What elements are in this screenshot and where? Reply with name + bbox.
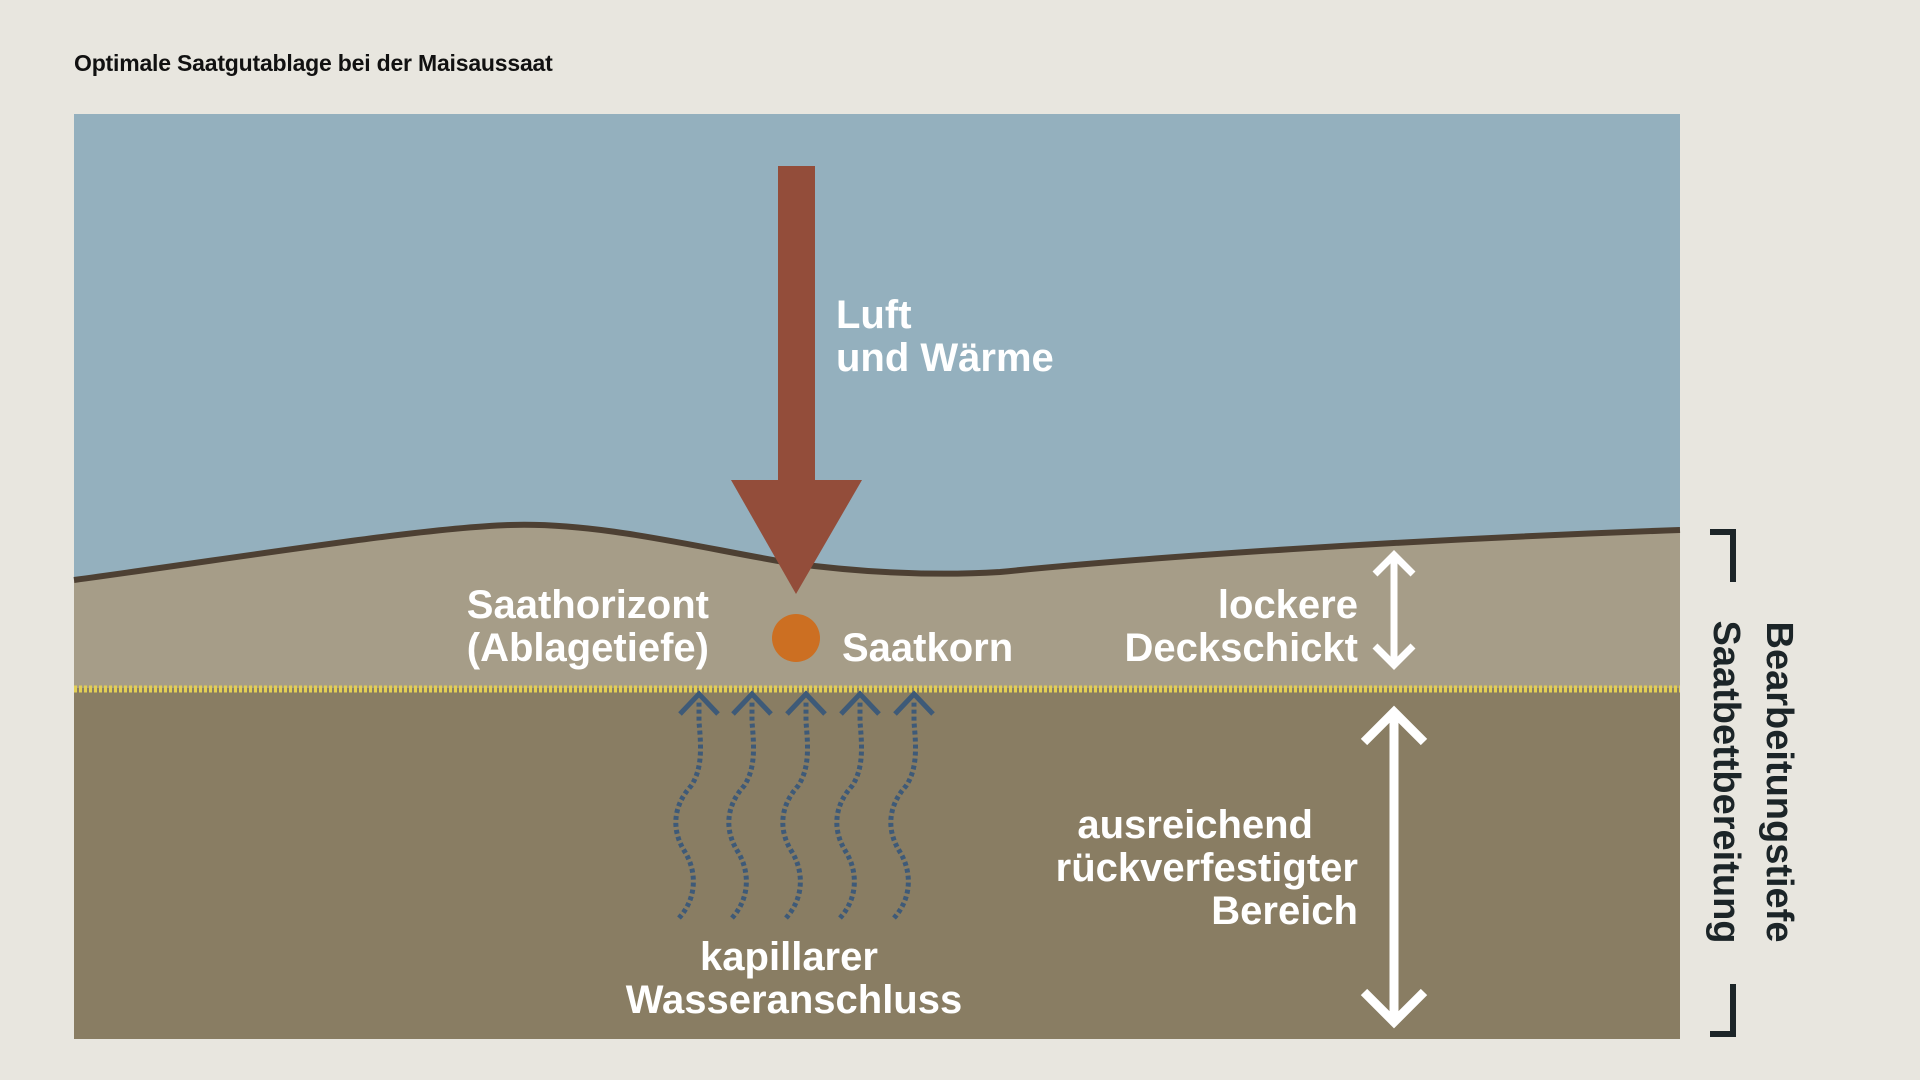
capillary-label-line2: Wasseranschluss bbox=[626, 978, 962, 1022]
wavy-up-arrow-icon bbox=[780, 690, 827, 920]
subsoil-layer bbox=[74, 688, 1680, 1039]
firm-zone-label-line3: Bereich bbox=[1211, 889, 1358, 933]
seed-label: Saatkorn bbox=[842, 626, 1013, 670]
loose-layer-double-arrow-icon bbox=[1372, 550, 1416, 670]
air-heat-label-line2: und Wärme bbox=[836, 336, 1054, 380]
seed-icon bbox=[772, 614, 820, 662]
capillary-label-line1: kapillarer bbox=[700, 935, 878, 979]
seed-horizon-label-line2: (Ablagetiefe) bbox=[467, 626, 709, 670]
topsoil-layer bbox=[74, 524, 1680, 690]
loose-layer-label-line1: lockere bbox=[1218, 583, 1358, 627]
wavy-up-arrow-icon bbox=[726, 690, 773, 920]
seed-horizon-label-line1: Saathorizont bbox=[467, 583, 709, 627]
down-arrow-icon bbox=[731, 166, 862, 594]
page-title: Optimale Saatgutablage bei der Maisaussa… bbox=[74, 50, 553, 76]
air-heat-label-line1: Luft bbox=[836, 293, 912, 337]
side-label-seedbed-prep: Saatbettbereitung bbox=[1705, 620, 1747, 943]
firm-zone-label-line2: rückverfestigter bbox=[1056, 846, 1358, 890]
side-label-working-depth: Bearbeitungstiefe bbox=[1758, 622, 1800, 943]
loose-layer-label-line2: Deckschickt bbox=[1125, 626, 1358, 670]
firm-zone-label-line1: ausreichend bbox=[1077, 803, 1313, 847]
wavy-up-arrow-icon bbox=[888, 690, 935, 920]
capillary-water-arrows bbox=[673, 690, 935, 920]
wavy-up-arrow-icon bbox=[673, 690, 720, 920]
depth-bracket bbox=[1710, 529, 1736, 1037]
firm-zone-double-arrow-icon bbox=[1360, 705, 1428, 1029]
wavy-up-arrow-icon bbox=[834, 690, 881, 920]
sky-area bbox=[74, 114, 1680, 614]
